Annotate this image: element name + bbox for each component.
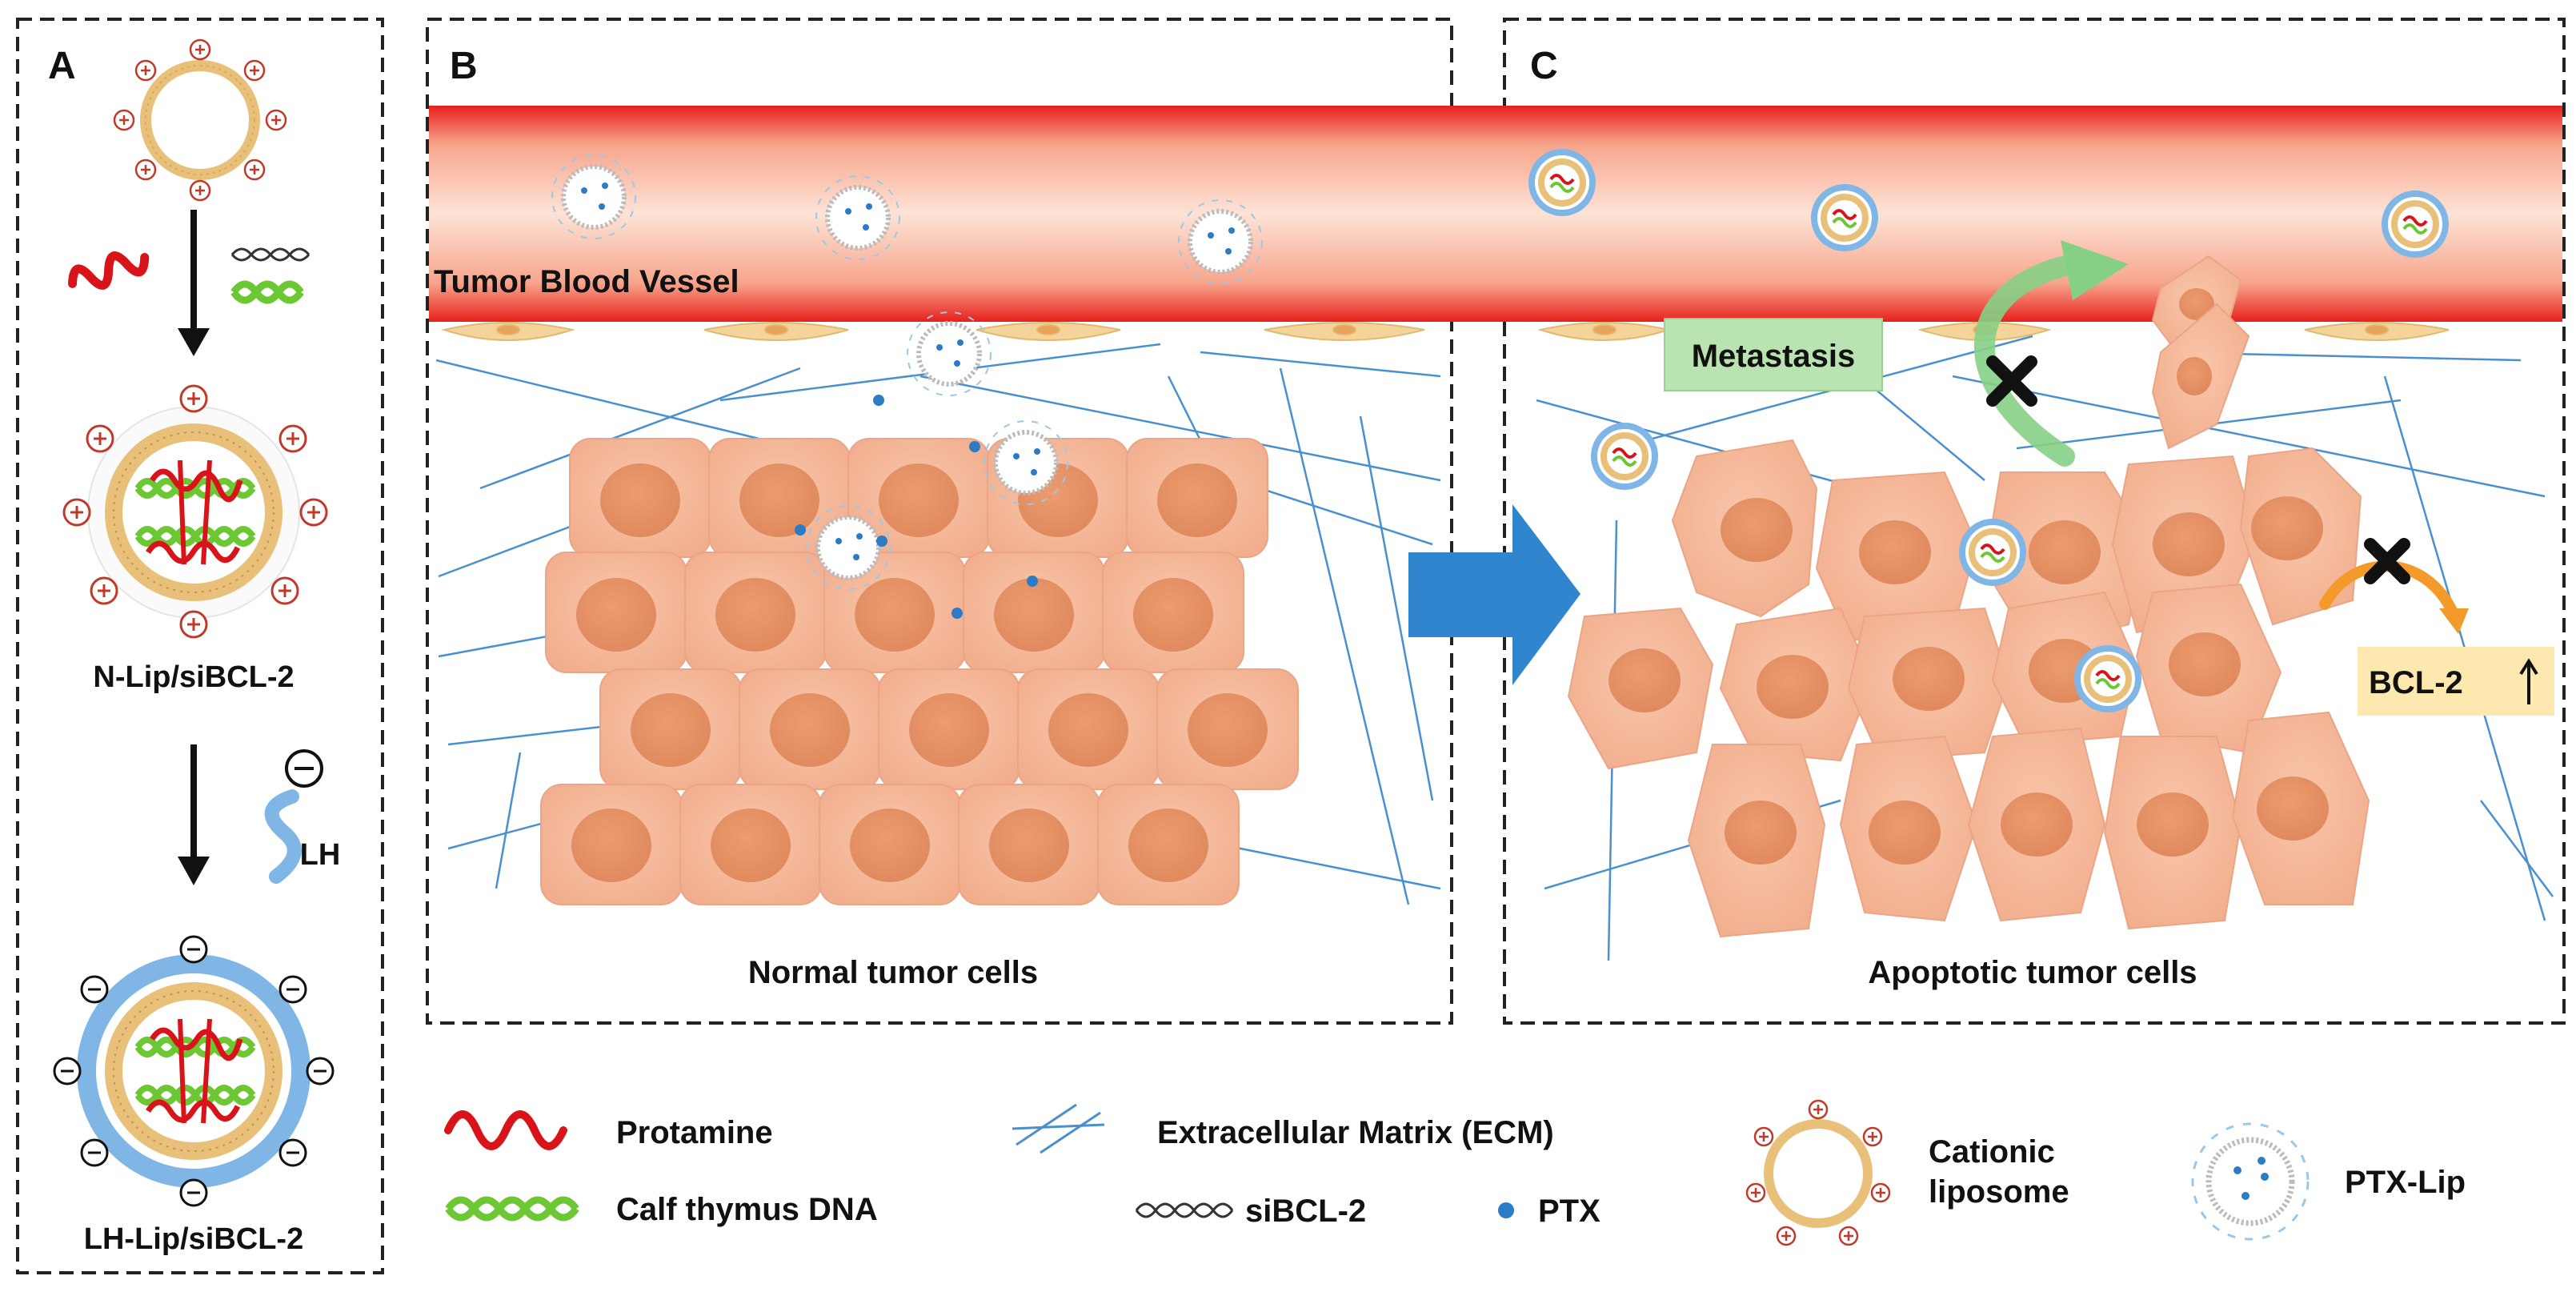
normal-tumor-cells-caption: Normal tumor cells [748,955,1038,990]
tumor-blood-vessel [429,106,2562,322]
legend-calf-dna-icon [445,1196,579,1222]
transition-arrow [1408,504,1580,685]
legend-ecm-label: Extracellular Matrix (ECM) [1157,1115,1554,1150]
panel-a: A [48,38,341,1256]
lh-label: LH [300,838,341,872]
lh-lip-particle-icon [53,935,335,1207]
panel-b-letter: B [450,45,478,87]
protamine-squiggle-icon [68,251,150,290]
panel-b: B [435,45,1441,990]
block-x-icon-bcl2 [2364,538,2410,584]
legend-sibcl2-label: siBCL-2 [1245,1194,1366,1229]
cationic-liposome-icon [113,38,287,202]
legend-ptx-lip-icon [2191,1122,2310,1241]
panel-a-border [16,18,384,1274]
ptx-lip-particles [551,154,1263,590]
legend-ptx-lip-label: PTX-Lip [2345,1165,2466,1200]
metastasis-label: Metastasis [1692,339,1856,374]
normal-tumor-cells [540,438,1299,905]
legend-ptx-label: PTX [1538,1194,1600,1229]
lh-chain-icon [264,789,302,884]
apoptotic-tumor-cells-caption: Apoptotic tumor cells [1868,955,2197,990]
endothelial-cells [441,322,2450,341]
n-lip-label: N-Lip/siBCL-2 [93,660,294,694]
panel-c: C [1528,45,2554,990]
calf-dna-helix-icon [230,280,304,304]
legend-cationic-label-1: Cationic [1929,1134,2055,1170]
bcl2-label: BCL-2 [2369,665,2463,700]
legend-calf-dna-label: Calf thymus DNA [616,1192,878,1227]
legend-protamine-label: Protamine [616,1115,773,1150]
metastasis-arrow-head [2061,240,2129,300]
free-ptx-dots [795,395,1038,619]
lh-lip-label: LH-Lip/siBCL-2 [84,1222,303,1256]
legend-ecm-icon [1012,1103,1105,1154]
up-arrow-icon [2519,658,2538,704]
arrow-down-1-head [178,328,210,356]
n-lip-particle-icon [62,384,328,639]
arrow-down-2-head [178,857,210,885]
block-x-icon [1986,355,2037,407]
panel-a-letter: A [48,45,76,87]
legend-cationic-label-2: liposome [1929,1174,2069,1210]
sibcl2-helix-icon [230,247,310,262]
panel-b-border [426,18,1453,1025]
bcl2-box [2358,647,2554,716]
bcl2-arrow-head [2439,608,2469,634]
legend: Protamine Calf thymus DNA Extracellular … [444,1099,2466,1246]
lh-lip-particles [1528,149,2449,712]
metastasis-box [1664,318,1883,391]
legend-protamine-icon [444,1110,567,1150]
panel-c-border [1503,18,2566,1025]
legend-sibcl2-icon [1135,1202,1234,1218]
legend-cationic-liposome-icon [1745,1099,1891,1246]
metastasis-arrow [1973,254,2083,467]
apoptotic-tumor-cells [1567,255,2370,938]
panel-c-letter: C [1530,45,1558,87]
legend-ptx-icon [1498,1202,1514,1218]
tumor-blood-vessel-label: Tumor Blood Vessel [434,264,739,299]
